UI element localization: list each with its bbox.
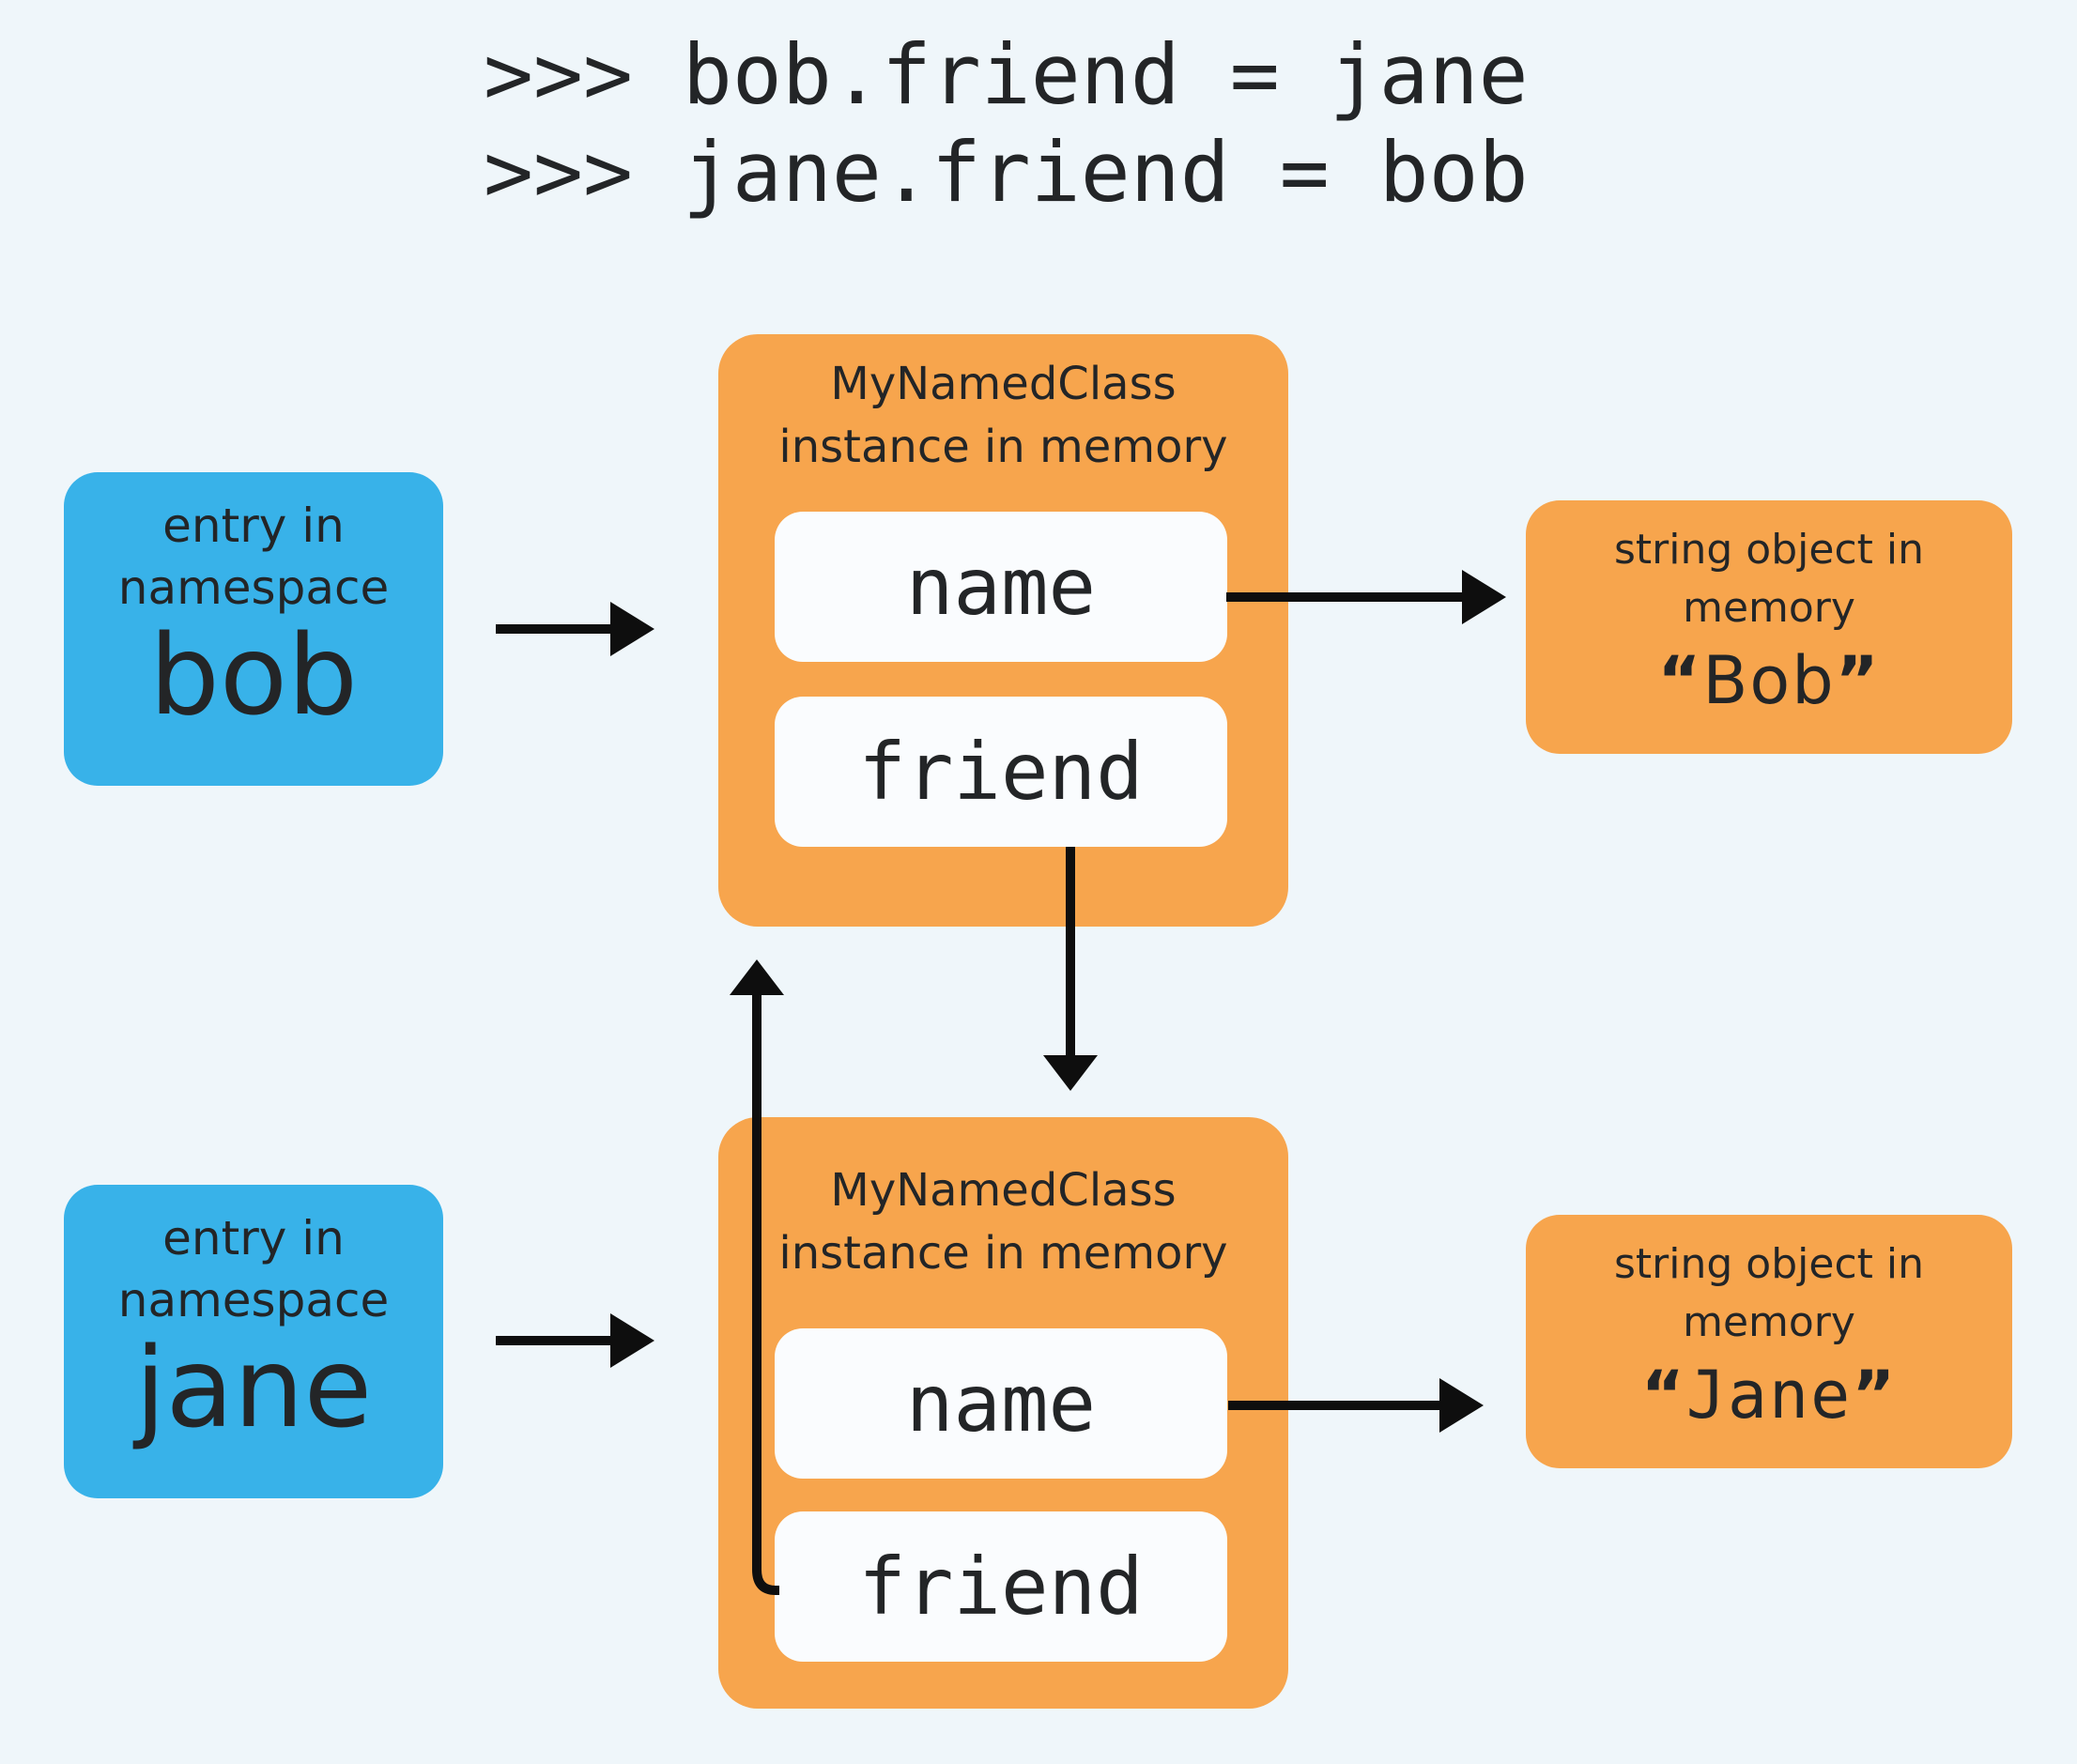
namespace-name-bob: bob: [149, 610, 358, 740]
field-friend-jane: friend: [775, 1511, 1227, 1662]
field-friend-bob: friend: [775, 697, 1227, 847]
instance-title: MyNamedClass instance in memory: [718, 1159, 1288, 1285]
namespace-label-line2: namespace: [117, 560, 390, 615]
instance-title-line2: instance in memory: [778, 421, 1228, 473]
field-name-bob: name: [775, 512, 1227, 662]
instance-title-line1: MyNamedClass: [830, 1164, 1177, 1217]
string-object-bob: string object in memory “Bob”: [1526, 500, 2012, 754]
namespace-entry-bob: entry in namespace bob: [64, 472, 443, 786]
code-line-2: >>> jane.friend = bob: [484, 124, 1529, 221]
python-code: >>> bob.friend = jane >>> jane.friend = …: [484, 26, 1529, 222]
close-quote: ”: [1852, 1357, 1898, 1434]
string-value-bob: “Bob”: [1526, 641, 2012, 720]
namespace-entry-label: entry in namespace: [64, 495, 443, 619]
instance-title-line1: MyNamedClass: [830, 358, 1177, 410]
string-value-jane: “Jane”: [1526, 1356, 2012, 1434]
string-text: Jane: [1685, 1357, 1853, 1434]
code-line-1: >>> bob.friend = jane: [484, 26, 1529, 123]
string-object-jane: string object in memory “Jane”: [1526, 1215, 2012, 1468]
string-label-line2: memory: [1683, 584, 1855, 632]
field-name-jane: name: [775, 1328, 1227, 1479]
instance-box-bob: MyNamedClass instance in memory name fri…: [718, 334, 1288, 927]
arrow-jane-to-instance: [496, 1313, 654, 1368]
string-object-label: string object in memory: [1526, 1235, 2012, 1352]
open-quote: “: [1657, 642, 1703, 719]
namespace-label-line2: namespace: [117, 1273, 390, 1327]
arrow-bob-to-instance: [496, 602, 654, 656]
string-label-line1: string object in: [1614, 1240, 1924, 1288]
open-quote: “: [1640, 1357, 1686, 1434]
namespace-entry-jane: entry in namespace jane: [64, 1185, 443, 1498]
instance-box-jane: MyNamedClass instance in memory name fri…: [718, 1117, 1288, 1709]
string-label-line2: memory: [1683, 1298, 1855, 1346]
string-text: Bob: [1702, 642, 1836, 719]
instance-title: MyNamedClass instance in memory: [718, 353, 1288, 479]
close-quote: ”: [1835, 642, 1881, 719]
namespace-label-line1: entry in: [162, 499, 345, 553]
namespace-entry-label: entry in namespace: [64, 1207, 443, 1331]
string-object-label: string object in memory: [1526, 521, 2012, 637]
string-label-line1: string object in: [1614, 526, 1924, 574]
instance-title-line2: instance in memory: [778, 1227, 1228, 1280]
namespace-label-line1: entry in: [162, 1211, 345, 1265]
namespace-name-jane: jane: [134, 1323, 373, 1452]
